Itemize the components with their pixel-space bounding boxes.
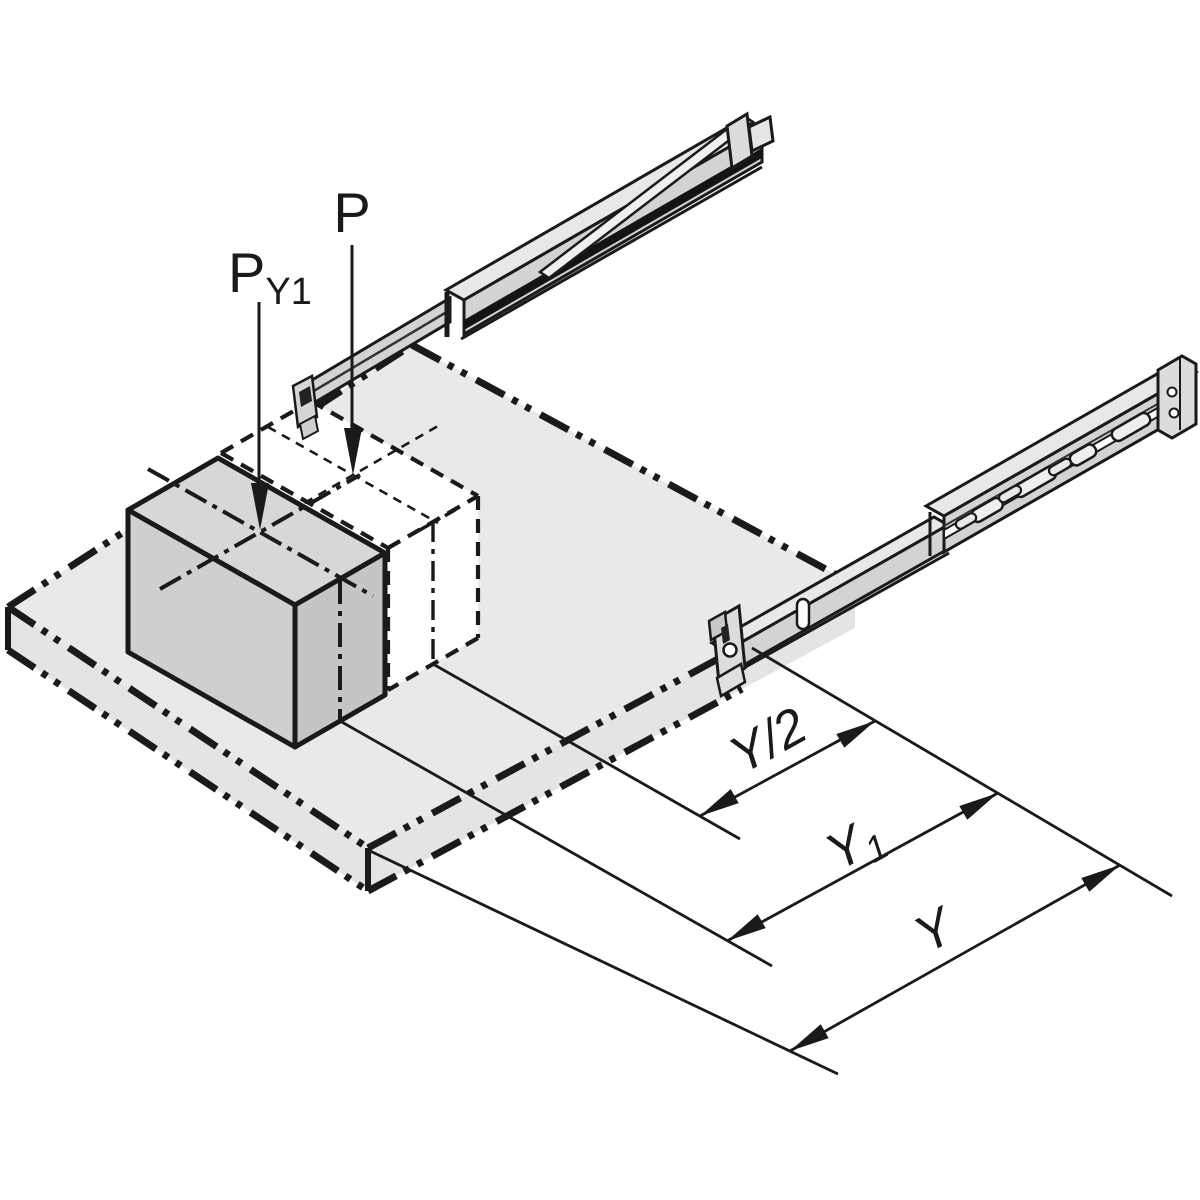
rail-stud <box>1047 457 1073 477</box>
dimension-y-half: Y/2 <box>699 697 876 818</box>
load-box <box>125 455 388 750</box>
dimension-arrowhead-right <box>836 721 875 748</box>
dimension-arrowhead-left <box>700 789 739 816</box>
arrow-p-head <box>344 428 362 475</box>
rail-stud <box>997 484 1023 504</box>
right-rail-upper-top-face <box>922 360 1200 518</box>
load-box-centerline-v <box>159 473 361 591</box>
dimension-arrowhead-left <box>790 1024 829 1051</box>
left-rail-inner-groove <box>301 308 451 400</box>
load-arrows: P PY1 <box>228 181 371 530</box>
right-slide-rail <box>707 354 1200 698</box>
left-slide-rail <box>291 111 775 441</box>
right-rail-rear-bracket <box>1156 354 1198 440</box>
phantom-box-edge <box>219 451 390 550</box>
right-rail-lower-bottom-lip <box>723 551 950 681</box>
load-box-right-face <box>292 550 388 750</box>
left-rail-bottom-lip <box>460 165 763 341</box>
left-rail-front-foot <box>298 414 320 441</box>
rail-slot <box>1110 411 1152 443</box>
label-y: Y <box>905 896 966 965</box>
left-rail-front-clip-detail <box>299 386 312 407</box>
bracket-hole <box>1168 407 1180 419</box>
bracket-hole <box>722 642 738 658</box>
right-rail-lower-slot <box>795 597 811 631</box>
right-rail-front-foot <box>715 662 747 698</box>
extension-line-chassis-edge <box>367 848 839 1076</box>
dimension-line <box>789 863 1121 1053</box>
extension-line-center <box>432 662 741 841</box>
phantom-box-edge <box>309 399 480 498</box>
rail-stud <box>954 512 978 530</box>
dimension-y1: Y1 <box>726 791 999 943</box>
extension-line-load-center <box>339 719 773 968</box>
dimension-y: Y <box>789 863 1121 1053</box>
right-rail-slots <box>954 411 1152 530</box>
chassis-plane-front-left-face <box>8 607 368 891</box>
label-y1: Y1 <box>816 805 895 888</box>
dimension-arrowhead-right <box>959 793 998 820</box>
left-rail-rear-tab <box>747 114 775 154</box>
phantom-box-center-tick <box>410 508 456 537</box>
label-py1: PY1 <box>228 241 312 313</box>
extension-line-rail <box>751 646 1173 898</box>
label-y-half: Y/2 <box>720 697 816 786</box>
right-rail-front-clip-detail <box>721 624 730 644</box>
label-p: P <box>333 181 370 244</box>
left-rail-flange <box>537 114 756 280</box>
dimension-arrowhead-right <box>1081 865 1120 892</box>
load-box-centerline-u <box>147 467 374 598</box>
left-rail-rear-bracket <box>725 111 754 171</box>
dimension-arrowhead-left <box>727 914 766 941</box>
phantom-box-edge <box>219 399 313 455</box>
left-rail-channel-stripe <box>464 148 762 330</box>
bracket-hole <box>1166 386 1178 398</box>
dimension-line <box>726 791 999 943</box>
phantom-edge-ne <box>410 341 857 589</box>
arrow-py1-head <box>251 483 269 530</box>
